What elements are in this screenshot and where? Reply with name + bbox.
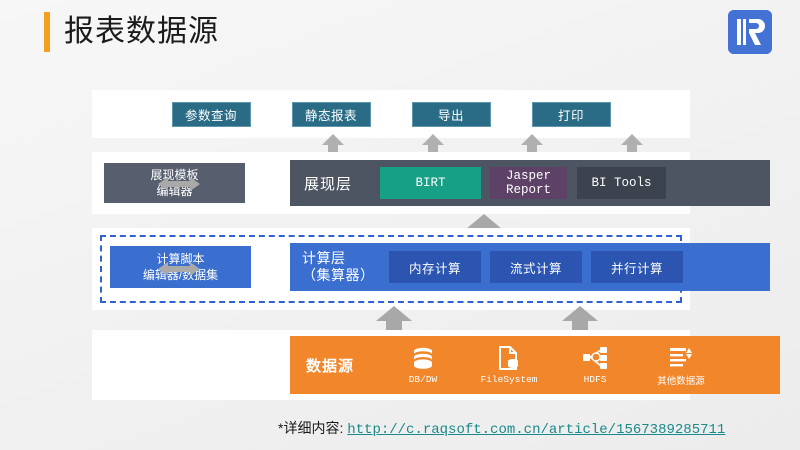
- presentation-layer-bar: 展现层 BIRT Jasper Report BI Tools: [290, 160, 770, 206]
- arrow-up-icon: [562, 306, 598, 334]
- jasper-line2: Report: [505, 183, 551, 197]
- footer-link[interactable]: http://c.raqsoft.com.cn/article/15673892…: [347, 422, 726, 438]
- raqsoft-logo-icon: [728, 10, 772, 54]
- jasper-line1: Jasper: [505, 169, 551, 183]
- action-button-print[interactable]: 打印: [531, 101, 611, 127]
- actions-panel: 参数查询 静态报表 导出 打印: [92, 90, 690, 138]
- tpl-editor-line1: 展现模板: [150, 168, 199, 182]
- file-system-icon: [496, 345, 522, 371]
- datasource-panel: 数据源 DB/DW: [92, 330, 780, 400]
- datasource-bar: 数据源 DB/DW: [290, 336, 780, 394]
- arrow-up-icon: [322, 134, 344, 154]
- datasource-label-other: 其他数据源: [657, 375, 705, 387]
- title-text: 报表数据源: [64, 15, 219, 48]
- tool-chip-birt[interactable]: BIRT: [380, 167, 481, 199]
- arrow-left-right-icon: [158, 176, 200, 192]
- compute-feature-stream[interactable]: 流式计算: [490, 251, 582, 283]
- footer-note: *详细内容: http://c.raqsoft.com.cn/article/1…: [278, 418, 725, 438]
- compute-layer-label: 计算层 （集算器）: [302, 250, 380, 284]
- compute-layer-line1: 计算层: [302, 250, 346, 266]
- database-icon: [410, 345, 436, 371]
- arrow-up-icon: [422, 134, 444, 154]
- compute-layer-line2: （集算器）: [302, 267, 375, 283]
- arrow-up-icon: [621, 134, 643, 154]
- action-button-static-report[interactable]: 静态报表: [291, 101, 371, 127]
- action-button-param-query[interactable]: 参数查询: [171, 101, 251, 127]
- tool-chip-jasper-report[interactable]: Jasper Report: [490, 167, 567, 199]
- page-title: 报表数据源: [44, 12, 219, 52]
- arrow-left-right-icon: [158, 261, 200, 277]
- datasource-item-hdfs[interactable]: HDFS: [552, 345, 638, 385]
- datasource-label: 数据源: [306, 357, 355, 375]
- hdfs-network-icon: [582, 345, 608, 371]
- calc-editor-line1: 计算脚本: [156, 252, 205, 266]
- arrow-up-icon: [521, 134, 543, 154]
- tool-chip-bi-tools[interactable]: BI Tools: [577, 167, 666, 199]
- action-button-export[interactable]: 导出: [411, 101, 491, 127]
- presentation-layer-label: 展现层: [304, 175, 353, 193]
- compute-feature-parallel[interactable]: 并行计算: [591, 251, 683, 283]
- compute-feature-memory[interactable]: 内存计算: [389, 251, 481, 283]
- datasource-label-dbdw: DB/DW: [408, 374, 438, 385]
- datasource-label-filesystem: FileSystem: [480, 374, 538, 385]
- datasource-item-dbdw[interactable]: DB/DW: [380, 345, 466, 385]
- title-accent-bar: [44, 12, 50, 52]
- footer-prefix: *详细内容:: [278, 420, 348, 436]
- datasource-label-hdfs: HDFS: [583, 374, 607, 385]
- arrow-up-icon: [376, 306, 412, 334]
- datasource-item-filesystem[interactable]: FileSystem: [466, 345, 552, 385]
- datasource-item-other[interactable]: 其他数据源: [638, 344, 724, 387]
- other-sources-icon: [668, 344, 694, 370]
- compute-layer-bar: 计算层 （集算器） 内存计算 流式计算 并行计算: [290, 243, 770, 291]
